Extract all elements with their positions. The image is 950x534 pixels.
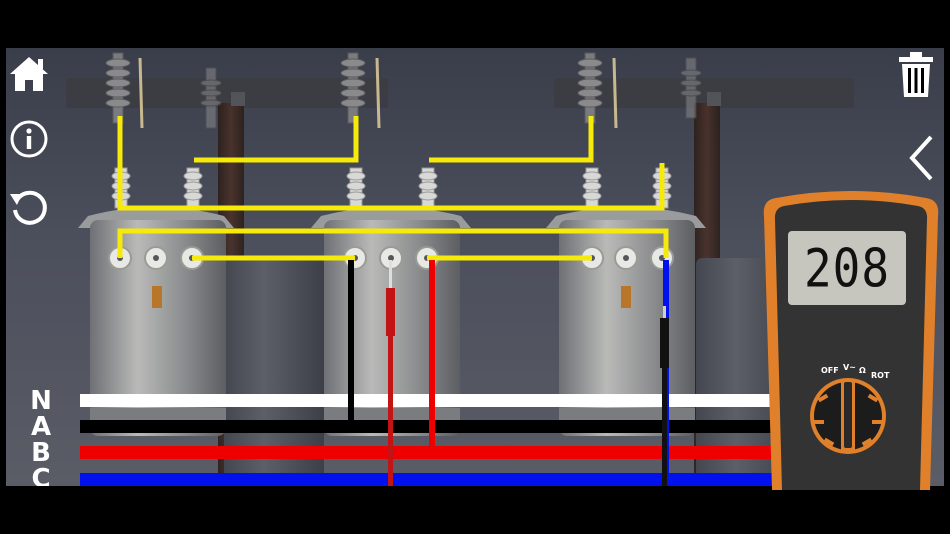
home-button[interactable] (5, 50, 53, 98)
phase-c-bus-wire[interactable] (80, 473, 780, 486)
phase-label-b: B (31, 438, 51, 468)
dial-label-volts: V~ (843, 363, 856, 372)
info-button[interactable] (5, 115, 53, 163)
back-button[interactable] (898, 134, 946, 182)
phase-b-bus-wire[interactable] (80, 446, 780, 459)
selector-dial[interactable] (808, 376, 888, 456)
jumper-wires[interactable] (117, 116, 669, 261)
home-icon (10, 57, 48, 91)
reset-button[interactable] (5, 183, 53, 231)
info-icon (10, 120, 48, 158)
chevron-left-icon (909, 135, 933, 181)
dial-label-rot: ROT (871, 371, 890, 380)
wiring-scene[interactable] (6, 48, 944, 486)
cutout-fuses (105, 52, 702, 129)
trash-button[interactable] (892, 51, 940, 99)
phase-label-a: A (30, 412, 52, 442)
multimeter-reading: 208 (803, 236, 891, 300)
red-probe[interactable] (386, 260, 395, 486)
black-probe[interactable] (660, 306, 669, 486)
dial-label-ohms: Ω (859, 366, 866, 375)
phase-label-c: C (31, 466, 51, 486)
primary-bushings (111, 167, 672, 209)
multimeter-display: 208 (788, 231, 906, 305)
dial-label-off: OFF (821, 366, 839, 375)
trash-icon (899, 52, 933, 97)
phase-label-n: N (30, 386, 52, 416)
phase-a-drop-wire[interactable] (348, 260, 354, 420)
reset-icon (10, 190, 47, 225)
phase-b-drop-wire[interactable] (429, 260, 435, 448)
